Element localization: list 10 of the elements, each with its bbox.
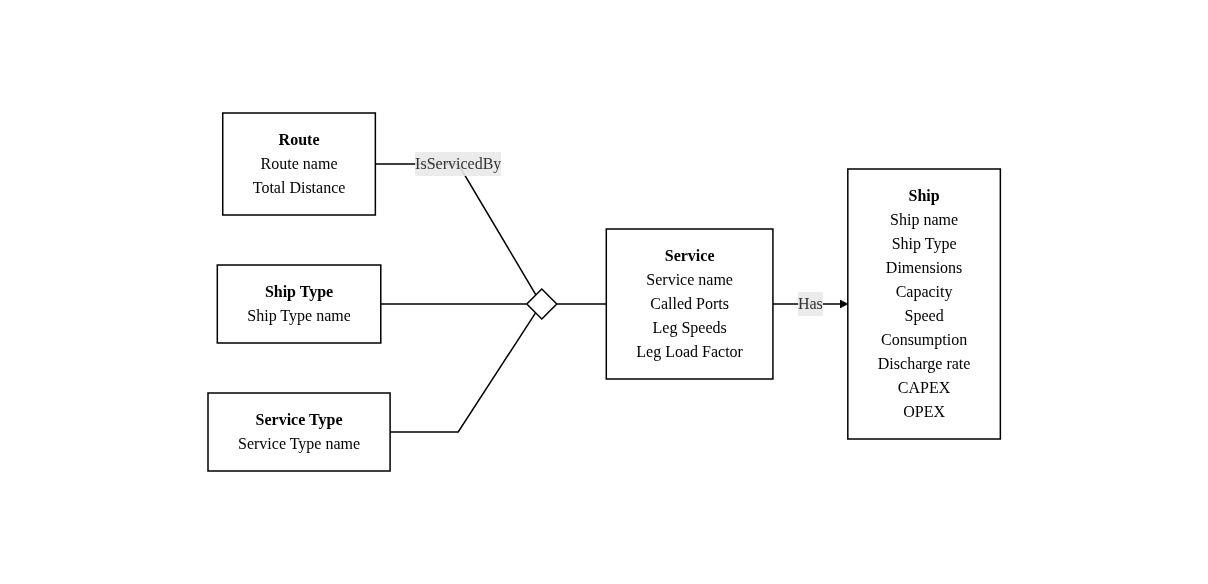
edge-label: IsServicedBy <box>414 155 502 172</box>
node-box: Ship Type Ship Type name <box>216 264 382 344</box>
node-box: Route Route name Total Distance <box>221 112 376 216</box>
node-diamond <box>525 287 558 321</box>
node-box: Ship Ship name Ship Type Dimensions Capacity Speed Consumption Discharge rate CAPEX OPEX <box>846 168 1001 440</box>
connector <box>389 312 536 433</box>
connector <box>555 303 607 305</box>
edge-label: Has <box>797 295 823 312</box>
node-box: Service Type Service Type name <box>207 392 391 472</box>
node-box: Service Service name Called Ports Leg Speeds Leg Load Factor <box>605 228 774 380</box>
